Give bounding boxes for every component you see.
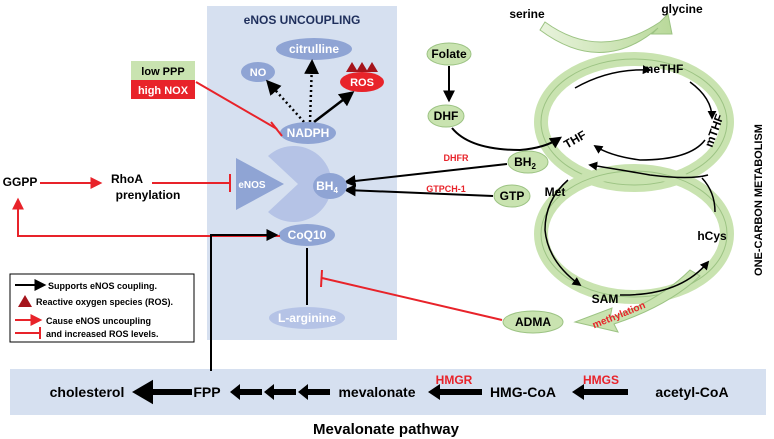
serine-glycine-arrow <box>539 12 673 53</box>
serine-label: serine <box>509 7 545 21</box>
enos-label: eNOS <box>238 180 266 191</box>
arrow-thf-methf <box>574 65 652 89</box>
low-ppp-box <box>131 61 195 80</box>
no-node <box>241 62 275 82</box>
acetylcoa-label: acetyl-CoA <box>655 384 728 400</box>
mevalonate-pathway-title: Mevalonate pathway <box>313 421 460 438</box>
arrow-acetylcoa-hmgcoa <box>572 384 628 400</box>
cholesterol-label: cholesterol <box>50 384 125 400</box>
legend-ros-triangle-icon <box>18 295 32 307</box>
arrow-nadph-no <box>265 79 305 123</box>
legend-cause-line2: and increased ROS levels. <box>46 329 159 339</box>
no-label: NO <box>250 67 267 79</box>
rhoa-label: RhoA <box>111 172 143 186</box>
methf-label: meTHF <box>643 62 684 76</box>
ros-label: ROS <box>350 77 374 89</box>
sam-label: SAM <box>592 292 619 306</box>
arrow-hcys-met <box>588 161 709 179</box>
mevalonate-label: mevalonate <box>338 384 415 400</box>
glycine-label: glycine <box>661 2 703 16</box>
larginine-label: L-arginine <box>278 311 336 325</box>
arrow-bh2-bh4 <box>343 163 508 187</box>
dhfr-label: DHFR <box>444 153 469 163</box>
bh2-label: BH2 <box>514 155 536 171</box>
arrow-nadph-ros <box>313 91 355 123</box>
hmgs-label: HMGS <box>583 373 619 387</box>
arrow-coq10-ggpp <box>12 197 280 237</box>
inhibit-nox-nadph <box>195 81 278 130</box>
arrow-methf-mthf <box>689 81 717 120</box>
methionine-cycle-ring-outline <box>540 170 728 298</box>
high-nox-box <box>131 80 195 99</box>
bh2-node <box>507 150 549 174</box>
inhibit-nox-nadph-bar <box>270 121 283 137</box>
arrow-mthf-thf <box>593 139 706 161</box>
arrow-fpp-coq10 <box>210 229 279 371</box>
bh4-label: BH4 <box>316 179 338 195</box>
high-nox-label: high NOX <box>138 85 189 97</box>
one-carbon-metabolism-title: ONE-CARBON METABOLISM <box>753 124 765 276</box>
arrow-dhf-thf <box>451 127 562 152</box>
arrow-sam-hcys <box>619 260 710 296</box>
adma-inhibition-bar <box>320 269 323 288</box>
gtp-label: GTP <box>500 189 525 203</box>
arrow-hmgcoa-mevalonate <box>428 384 482 400</box>
nadph-label: NADPH <box>287 126 330 140</box>
legend-ros-label: Reactive oxygen species (ROS). <box>36 297 173 307</box>
met-label: Met <box>545 185 566 199</box>
folate-node <box>426 42 472 66</box>
arrow-nadph-citrulline <box>304 59 320 123</box>
larginine-node <box>269 307 345 329</box>
fpp-label: FPP <box>193 384 220 400</box>
dhf-node <box>427 104 465 128</box>
citrulline-node <box>276 38 352 60</box>
arrow-mthf-hcys-link <box>701 177 716 213</box>
adma-label: ADMA <box>515 315 551 329</box>
arrow-met-sam <box>544 179 582 287</box>
gtpch1-label: GTPCH-1 <box>426 184 466 194</box>
nadph-node <box>280 122 336 144</box>
prenylation-label: prenylation <box>116 188 181 202</box>
thf-label: THF <box>561 128 588 152</box>
coq10-label: CoQ10 <box>288 228 327 242</box>
ros-node <box>340 72 384 92</box>
ros-triangles-icon <box>346 62 378 72</box>
arrow-gtp-bh4 <box>343 184 494 197</box>
legend-cause-line1: Cause eNOS uncoupling <box>46 316 151 326</box>
adma-inhibition-line <box>321 277 503 321</box>
low-ppp-label: low PPP <box>141 66 184 78</box>
folate-label: Folate <box>431 47 467 61</box>
arrow-fpp-cholesterol <box>132 379 192 405</box>
legend-supports-label: Supports eNOS coupling. <box>48 281 157 291</box>
enos-triangle <box>236 158 284 210</box>
enos-pacman <box>268 146 332 222</box>
hmgcoa-label: HMG-CoA <box>490 384 556 400</box>
arrows-mevalonate-fpp <box>230 384 330 400</box>
ggpp-label: GGPP <box>3 175 38 189</box>
citrulline-label: citrulline <box>289 42 339 56</box>
hmgr-label: HMGR <box>436 373 473 387</box>
folate-cycle-ring-outline <box>540 58 728 186</box>
hcys-label: hCys <box>697 229 727 243</box>
enos-uncoupling-title: eNOS UNCOUPLING <box>244 13 361 27</box>
coq10-node <box>279 224 335 246</box>
methylation-arrow <box>573 269 701 333</box>
dhf-label: DHF <box>434 109 459 123</box>
adma-node <box>502 310 564 334</box>
gtp-node <box>493 184 531 208</box>
bh4-node <box>313 173 347 199</box>
